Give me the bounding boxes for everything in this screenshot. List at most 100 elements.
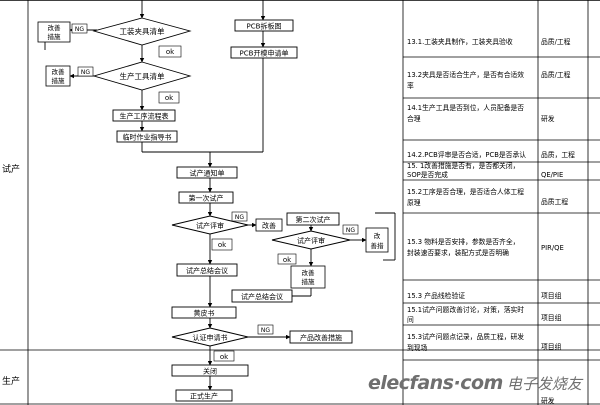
- checklist-item-5b: SOP是否完成: [407, 170, 448, 179]
- checklist-item-6a: 15.2工序是否合理，是否适合人体工程: [407, 187, 524, 196]
- checklist-owner-5: QE/PIE: [541, 171, 563, 179]
- production-tool-list-label: 生产工具清单: [120, 71, 165, 81]
- checklist-item-2b: 率: [407, 81, 414, 90]
- fixture-list-label: 工装夹具清单: [120, 26, 165, 36]
- node-yellow-book: 黄皮书: [171, 306, 237, 319]
- checklist-item-10a: 15.3试产问题点记录，品质工程，研发: [407, 332, 524, 341]
- checklist-owner-9: 项目组: [541, 313, 562, 322]
- ok-tag-5-label: ok: [220, 353, 229, 361]
- checklist-item-3b: 合理: [407, 114, 421, 123]
- node-improve-measures: 改 善措: [365, 227, 389, 253]
- temp-work-instruction-label: 临时作业指导书: [123, 133, 172, 142]
- ok-tag-5: ok: [213, 350, 235, 362]
- first-trial-label: 第一次试产: [189, 194, 224, 203]
- ok-tag-3: ok: [211, 238, 233, 251]
- checklist-owner-11: 研发: [541, 396, 555, 405]
- ok-tag-2: ok: [158, 91, 180, 104]
- node-process-flowchart: 生产工序流程表: [112, 109, 176, 122]
- checklist-item-2a: 13.2夹具是否适合生产，是否有合适效: [407, 70, 524, 79]
- checklist-owner-4: 品质，工程: [541, 150, 575, 159]
- watermark-logo: elecfans·com: [368, 372, 503, 394]
- checklist-owner-10: 项目组: [541, 342, 562, 351]
- node-close: 关闭: [171, 364, 249, 377]
- mass-production-label: 正式生产: [190, 392, 218, 401]
- trial-summary-meeting-2-label: 试产总结会议: [241, 292, 283, 301]
- ok-tag-2-label: ok: [165, 94, 174, 102]
- checklist-item-7b: 封装速否要求，装配方式是否明确: [407, 248, 509, 257]
- node-first-trial: 第一次试产: [178, 191, 234, 204]
- checklist-item-3a: 14.1生产工具是否到位，人员配备是否: [407, 103, 524, 112]
- checklist-item-4: 14.2.PCB评审是否合适，PCB是否承认: [407, 150, 526, 159]
- pcb-stencil-request-label: PCB开模申请单: [240, 49, 289, 58]
- ok-tag-3-label: ok: [218, 241, 227, 249]
- checklist-item-8: 15.3 产品线检验证: [407, 291, 465, 300]
- node-trial-review: 试产评审: [171, 215, 249, 235]
- ng-tag-2: NG: [77, 66, 94, 77]
- node-temp-work-instruction: 临时作业指导书: [116, 130, 178, 143]
- checklist: 13.1.工装夹具制作，工装夹具验收 品质/工程 13.2夹具是否适合生产，是否…: [407, 37, 575, 405]
- ng-tag-3-label: NG: [235, 214, 244, 221]
- watermark: elecfans·com 电子发烧友: [368, 368, 598, 398]
- ng-tag-3: NG: [231, 211, 248, 222]
- node-improve-1: 改善 措施: [37, 21, 71, 43]
- improve-measures-label-2: 善措: [371, 241, 385, 250]
- ok-tag-4: ok: [277, 253, 297, 265]
- watermark-cn: 电子发烧友: [506, 374, 582, 393]
- node-pcb-stencil-drawing: PCB拆板图: [234, 19, 294, 32]
- close-label: 关闭: [203, 367, 217, 376]
- node-production-tool-list: 生产工具清单: [92, 61, 192, 91]
- trial-summary-meeting-label: 试产总结会议: [186, 266, 228, 275]
- phase-label-trial: 试产: [2, 163, 20, 175]
- node-second-trial: 第二次试产: [286, 212, 340, 226]
- checklist-item-7a: 15.3 物料是否安排，参数是否齐全，: [407, 237, 519, 246]
- yellow-book-label: 黄皮书: [194, 309, 215, 318]
- ng-tag-1: NG: [71, 23, 88, 34]
- trial-notice-label: 试产通知单: [190, 169, 225, 178]
- improve-3-label: 改善: [262, 221, 276, 230]
- trial-review-2-label: 试产评审: [297, 236, 325, 245]
- checklist-owner-2: 品质/工程: [541, 70, 571, 79]
- improve-1-label-2: 措施: [48, 32, 62, 41]
- node-trial-summary-meeting: 试产总结会议: [176, 263, 238, 277]
- node-improve-measures-2: 改善 措施: [290, 265, 326, 289]
- checklist-item-1: 13.1.工装夹具制作，工装夹具验收: [407, 37, 513, 46]
- checklist-item-5a: 15. 1改善措施是否有，是否都关闭，: [407, 161, 519, 170]
- node-pcb-stencil-request: PCB开模申请单: [230, 46, 298, 59]
- product-improvement-label: 产品改善措施: [300, 333, 342, 342]
- ok-tag-1-label: ok: [166, 48, 175, 56]
- node-product-improvement: 产品改善措施: [289, 330, 353, 344]
- ng-tag-4-label: NG: [346, 227, 355, 234]
- checklist-owner-8: 项目组: [541, 291, 562, 300]
- cert-request-label: 认证申请书: [193, 333, 228, 342]
- node-trial-review-2: 试产评审: [271, 230, 351, 250]
- node-fixture-list: 工装夹具清单: [92, 17, 192, 46]
- node-cert-request: 认证申请书: [171, 327, 249, 347]
- checklist-owner-6: 品质工程: [541, 197, 568, 206]
- ng-tag-5-label: NG: [261, 327, 270, 334]
- checklist-owner-3: 研发: [541, 114, 555, 123]
- ok-tag-1: ok: [158, 45, 182, 58]
- checklist-owner-7: PIR/QE: [541, 244, 564, 252]
- ng-tag-2-label: NG: [81, 69, 90, 76]
- ok-tag-4-label: ok: [283, 256, 292, 264]
- ng-tag-1-label: NG: [75, 26, 84, 33]
- trial-review-label: 试产评审: [196, 221, 224, 230]
- ng-tag-4: NG: [342, 224, 359, 235]
- node-trial-summary-meeting-2: 试产总结会议: [231, 289, 293, 303]
- improve-measures-2-label-2: 措施: [302, 277, 316, 286]
- improve-measures-label: 改: [374, 231, 381, 240]
- node-improve-3: 改善: [255, 218, 283, 232]
- second-trial-label: 第二次试产: [296, 215, 331, 224]
- checklist-item-10b: 到现场: [407, 343, 428, 352]
- ng-tag-5: NG: [257, 324, 274, 335]
- checklist-item-6b: 原理: [407, 199, 421, 207]
- improve-1-label: 改善: [48, 23, 62, 32]
- checklist-item-9b: 间: [407, 316, 414, 324]
- improve-2-label: 改善: [52, 67, 66, 76]
- improve-2-label-2: 措施: [52, 76, 66, 85]
- process-flowchart-label: 生产工序流程表: [120, 112, 169, 121]
- phase-label-production: 生产: [2, 375, 20, 387]
- checklist-item-9a: 15.1试产问题改善讨论，对策，落实时: [407, 305, 524, 314]
